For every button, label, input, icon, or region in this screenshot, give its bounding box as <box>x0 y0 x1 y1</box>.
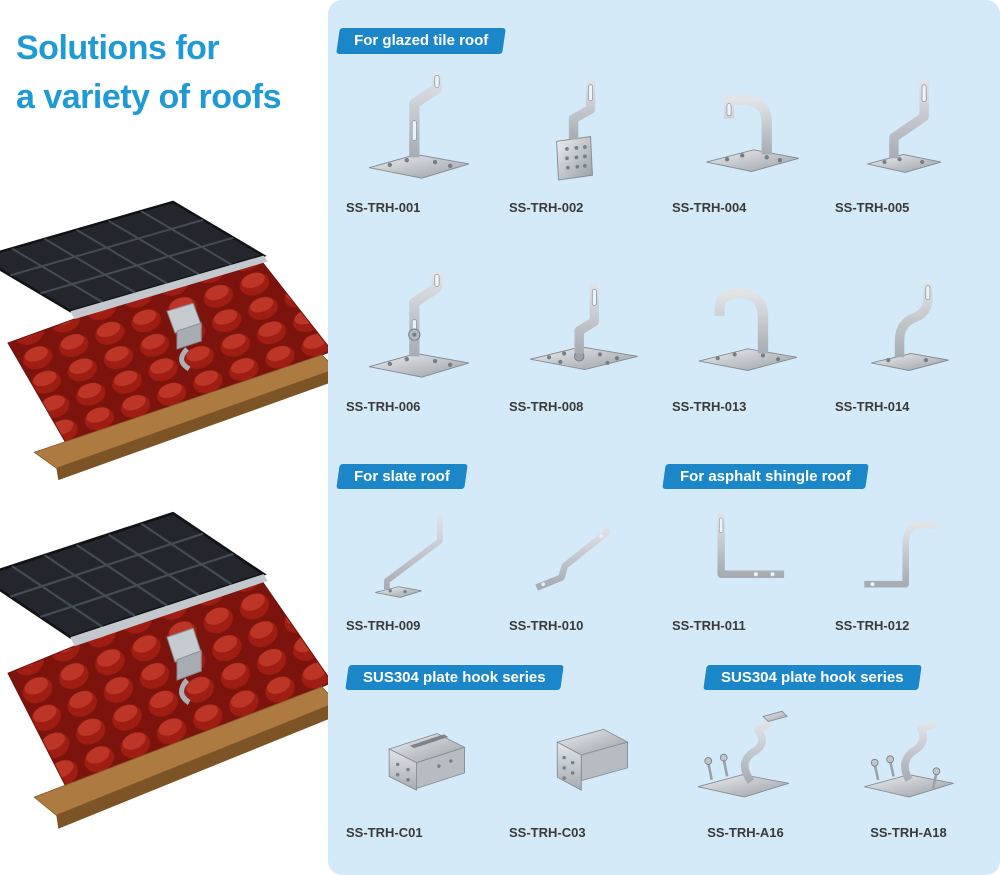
product-image-ss-trh-014 <box>827 259 990 395</box>
roof-hook-icon <box>517 64 649 196</box>
badge-row-glazed: For glazed tile roof <box>336 28 990 54</box>
product-item: SS-TRH-001 <box>338 60 501 217</box>
product-row-1: SS-TRH-001 SS-TRH-002 SS-TRH-004 SS-TRH-… <box>338 60 990 217</box>
product-item: SS-TRH-A16 <box>664 699 827 842</box>
product-item: SS-TRH-C03 <box>501 699 664 842</box>
product-item: SS-TRH-014 <box>827 259 990 416</box>
product-row-2: SS-TRH-006 SS-TRH-008 SS-TRH-013 SS-TRH-… <box>338 259 990 416</box>
left-panel: Solutions for a variety of roofs <box>0 0 330 875</box>
section-badge-asphalt-shingle-roof: For asphalt shingle roof <box>662 464 869 489</box>
title-line-2: a variety of roofs <box>16 78 281 117</box>
badge-row-sus304: SUS304 plate hook series SUS304 plate ho… <box>338 665 990 691</box>
roof-hook-icon <box>843 64 975 196</box>
product-code: SS-TRH-002 <box>509 200 584 215</box>
product-code: SS-TRH-001 <box>346 200 421 215</box>
page-title: Solutions for a variety of roofs <box>0 0 330 123</box>
badge-cell: For slate roof <box>336 464 664 490</box>
product-image-ss-trh-001 <box>338 60 501 196</box>
badge-row-slate-asphalt: For slate roof For asphalt shingle roof <box>336 464 990 490</box>
title-line-1: Solutions for <box>16 29 220 67</box>
plate-hook-icon <box>360 701 480 821</box>
product-image-ss-trh-010 <box>501 496 664 614</box>
product-item: SS-TRH-011 <box>664 496 827 635</box>
badge-cell: SUS304 plate hook series <box>338 665 664 691</box>
product-image-ss-trh-c03 <box>501 699 664 821</box>
plate-hook-icon <box>686 701 806 821</box>
section-badge-glazed-tile-roof: For glazed tile roof <box>336 28 507 54</box>
product-code: SS-TRH-009 <box>346 618 421 633</box>
product-code: SS-TRH-C03 <box>509 825 586 840</box>
roof-hook-icon <box>680 64 812 196</box>
product-code: SS-TRH-008 <box>509 399 584 414</box>
roof-hook-icon <box>680 263 812 395</box>
product-image-ss-trh-005 <box>827 60 990 196</box>
badge-label: For asphalt shingle roof <box>680 468 851 485</box>
product-code: SS-TRH-C01 <box>346 825 423 840</box>
product-code: SS-TRH-011 <box>672 618 746 633</box>
roof-illustration-top <box>0 192 332 490</box>
product-image-ss-trh-008 <box>501 259 664 395</box>
product-item: SS-TRH-002 <box>501 60 664 217</box>
plate-hook-icon <box>849 701 969 821</box>
product-code: SS-TRH-A18 <box>870 825 947 840</box>
product-item: SS-TRH-010 <box>501 496 664 635</box>
badge-cell: SUS304 plate hook series <box>664 665 990 691</box>
product-item: SS-TRH-006 <box>338 259 501 416</box>
product-row-4: SS-TRH-C01 SS-TRH-C03 SS-TRH-A16 SS-TRH-… <box>338 699 990 842</box>
roof-hook-icon <box>688 498 804 614</box>
roof-hook-icon <box>525 498 641 614</box>
roof-illustration-bottom <box>0 502 332 840</box>
badge-label: For slate roof <box>354 468 450 485</box>
plate-hook-icon <box>523 701 643 821</box>
product-image-ss-trh-c01 <box>338 699 501 821</box>
product-image-ss-trh-004 <box>664 60 827 196</box>
plate-hook-group-right: SS-TRH-A16 SS-TRH-A18 <box>664 699 990 842</box>
product-code: SS-TRH-012 <box>835 618 910 633</box>
product-item: SS-TRH-009 <box>338 496 501 635</box>
product-code: SS-TRH-010 <box>509 618 584 633</box>
roof-hook-icon <box>851 498 967 614</box>
product-item: SS-TRH-C01 <box>338 699 501 842</box>
roof-hook-icon <box>362 498 478 614</box>
product-item: SS-TRH-005 <box>827 60 990 217</box>
product-item: SS-TRH-A18 <box>827 699 990 842</box>
product-code: SS-TRH-A16 <box>707 825 784 840</box>
section-badge-sus304-left: SUS304 plate hook series <box>345 665 564 690</box>
product-image-ss-trh-a18 <box>827 699 990 821</box>
product-item: SS-TRH-012 <box>827 496 990 635</box>
roof-hook-icon <box>354 263 486 395</box>
catalog-panel: For glazed tile roof SS-TRH-001 SS-TRH-0… <box>328 0 1000 875</box>
plate-hook-group-left: SS-TRH-C01 SS-TRH-C03 <box>338 699 664 842</box>
product-code: SS-TRH-006 <box>346 399 421 414</box>
section-badge-slate-roof: For slate roof <box>336 464 468 489</box>
badge-label: For glazed tile roof <box>354 32 489 49</box>
badge-label: SUS304 plate hook series <box>721 669 904 686</box>
product-image-ss-trh-011 <box>664 496 827 614</box>
product-image-ss-trh-a16 <box>664 699 827 821</box>
product-image-ss-trh-012 <box>827 496 990 614</box>
product-image-ss-trh-002 <box>501 60 664 196</box>
section-badge-sus304-right: SUS304 plate hook series <box>703 665 922 690</box>
product-image-ss-trh-009 <box>338 496 501 614</box>
product-code: SS-TRH-013 <box>672 399 747 414</box>
product-item: SS-TRH-008 <box>501 259 664 416</box>
badge-label: SUS304 plate hook series <box>363 669 546 686</box>
product-row-3: SS-TRH-009 SS-TRH-010 SS-TRH-011 SS-TRH-… <box>338 496 990 635</box>
product-code: SS-TRH-014 <box>835 399 910 414</box>
badge-cell: For asphalt shingle roof <box>662 464 990 490</box>
product-code: SS-TRH-005 <box>835 200 910 215</box>
product-item: SS-TRH-004 <box>664 60 827 217</box>
roof-hook-icon <box>354 64 486 196</box>
product-item: SS-TRH-013 <box>664 259 827 416</box>
product-code: SS-TRH-004 <box>672 200 747 215</box>
roof-hook-icon <box>843 263 975 395</box>
product-image-ss-trh-013 <box>664 259 827 395</box>
product-image-ss-trh-006 <box>338 259 501 395</box>
roof-hook-icon <box>517 263 649 395</box>
